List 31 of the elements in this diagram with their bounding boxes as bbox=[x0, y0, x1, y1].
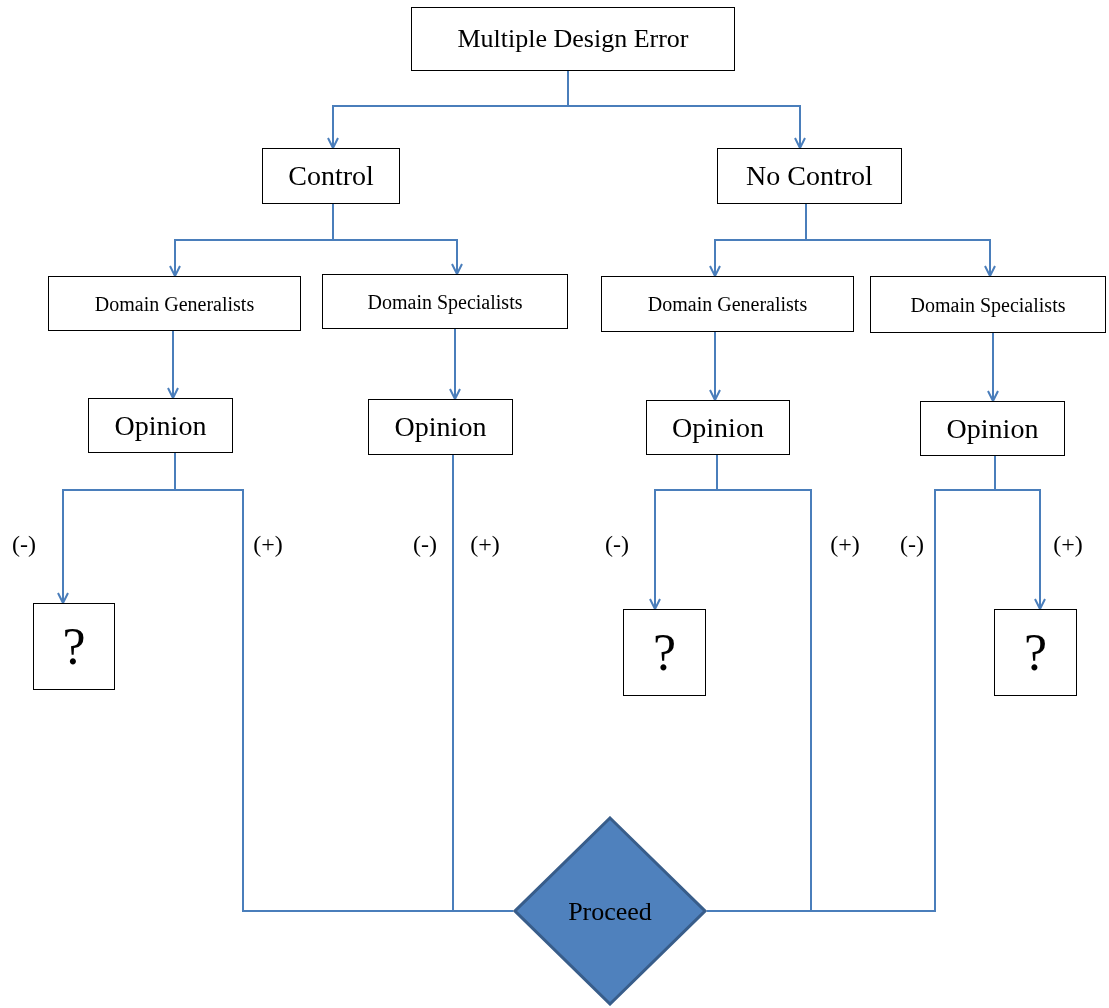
edge-label: (+) bbox=[830, 532, 860, 556]
process-box: Domain Specialists bbox=[322, 274, 568, 329]
process-box: ? bbox=[623, 609, 706, 696]
connector-arrow bbox=[994, 455, 1046, 610]
process-box: ? bbox=[33, 603, 115, 690]
edge-label: (+) bbox=[253, 532, 283, 556]
process-box: Opinion bbox=[88, 398, 233, 453]
edge-label: (-) bbox=[12, 532, 36, 556]
connector-arrow bbox=[709, 331, 721, 401]
connector-arrow bbox=[332, 203, 463, 275]
process-box: Opinion bbox=[646, 400, 790, 455]
connector-arrow bbox=[987, 332, 999, 402]
process-box: Control bbox=[262, 148, 400, 204]
process-box: Opinion bbox=[368, 399, 513, 455]
sign-label: (+) bbox=[470, 532, 500, 556]
process-box: Opinion bbox=[920, 401, 1065, 456]
process-box: ? bbox=[994, 609, 1077, 696]
connector-arrow bbox=[567, 70, 806, 149]
process-box: Domain Generalists bbox=[48, 276, 301, 331]
decision-label: Proceed bbox=[568, 895, 652, 928]
connector-arrow bbox=[805, 203, 996, 277]
process-box: Multiple Design Error bbox=[411, 7, 735, 71]
process-box: No Control bbox=[717, 148, 902, 204]
connector-arrow bbox=[167, 330, 179, 399]
edge-label: (-) bbox=[900, 532, 924, 556]
edge-label: (-) bbox=[605, 532, 629, 556]
sign-label: (-) bbox=[413, 532, 437, 556]
edge-label: (+) bbox=[1053, 532, 1083, 556]
process-box: Domain Generalists bbox=[601, 276, 854, 332]
process-box: Domain Specialists bbox=[870, 276, 1106, 333]
connector-arrow bbox=[449, 328, 461, 400]
